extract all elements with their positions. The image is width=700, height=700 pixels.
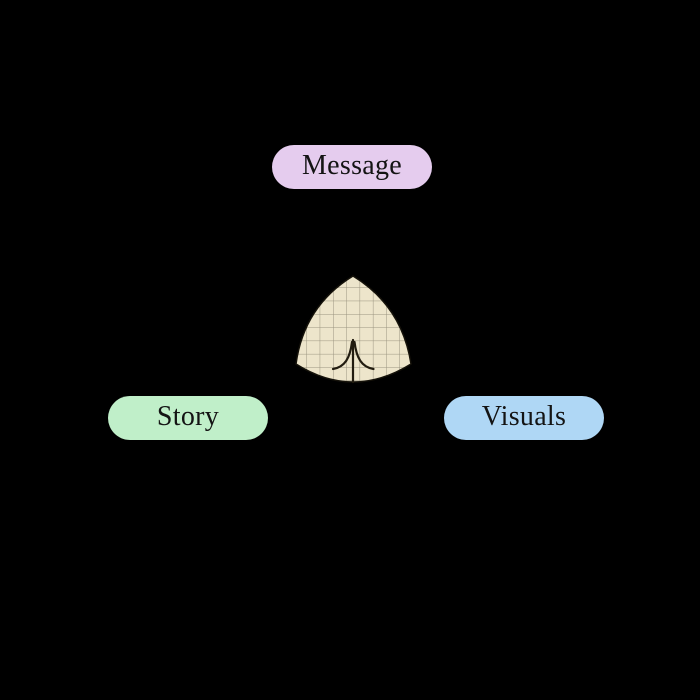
reuleaux-triangle-grid — [295, 275, 412, 383]
node-visuals: Visuals — [444, 396, 604, 440]
peak-curve — [331, 338, 375, 384]
node-message-label: Message — [301, 150, 403, 181]
node-story: Story — [108, 396, 268, 440]
node-story-label: Story — [156, 401, 220, 432]
node-visuals-label: Visuals — [481, 401, 567, 432]
node-message: Message — [272, 145, 432, 189]
reuleaux-triangle-shape — [296, 276, 411, 382]
